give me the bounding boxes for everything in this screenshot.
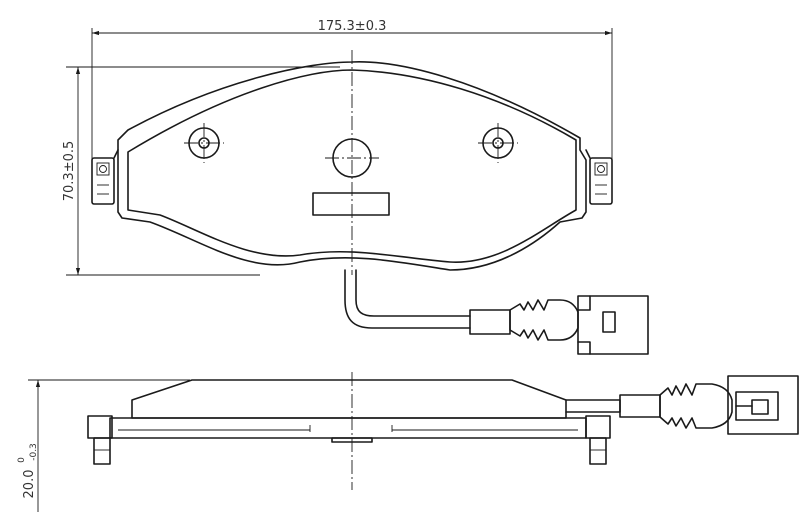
left-ear-clip [91,157,115,205]
side-sensor-connector [727,375,799,435]
side-left-clip [87,415,113,439]
thickness-lower-tolerance: -0.3 [29,443,39,461]
height-dimension: 70.3±0.5 [62,66,340,276]
thickness-upper-tolerance: 0 [17,457,27,463]
side-right-clip [585,415,611,439]
sensor-boot [509,299,579,341]
wear-sensor-side-view [565,375,799,435]
side-sensor-boot [659,383,733,429]
brake-pad-front-view [91,50,613,275]
side-backing-plate [109,417,587,439]
right-ear-clip [589,157,613,205]
thickness-nominal-label: 20.0 [22,470,37,499]
backing-plate-outline [117,61,587,271]
width-dimension: 175.3±0.3 [91,19,613,160]
wear-sensor-front-view [344,269,649,355]
width-dimension-label: 175.3±0.3 [318,19,387,34]
center-slot [312,192,390,216]
sensor-connector [577,295,649,355]
height-dimension-label: 70.3±0.5 [62,141,77,202]
thickness-dimension: 20.0 0 -0.3 [17,379,190,512]
side-friction-material [131,379,567,419]
friction-material-outline [127,69,577,263]
brake-pad-side-view [87,372,611,490]
